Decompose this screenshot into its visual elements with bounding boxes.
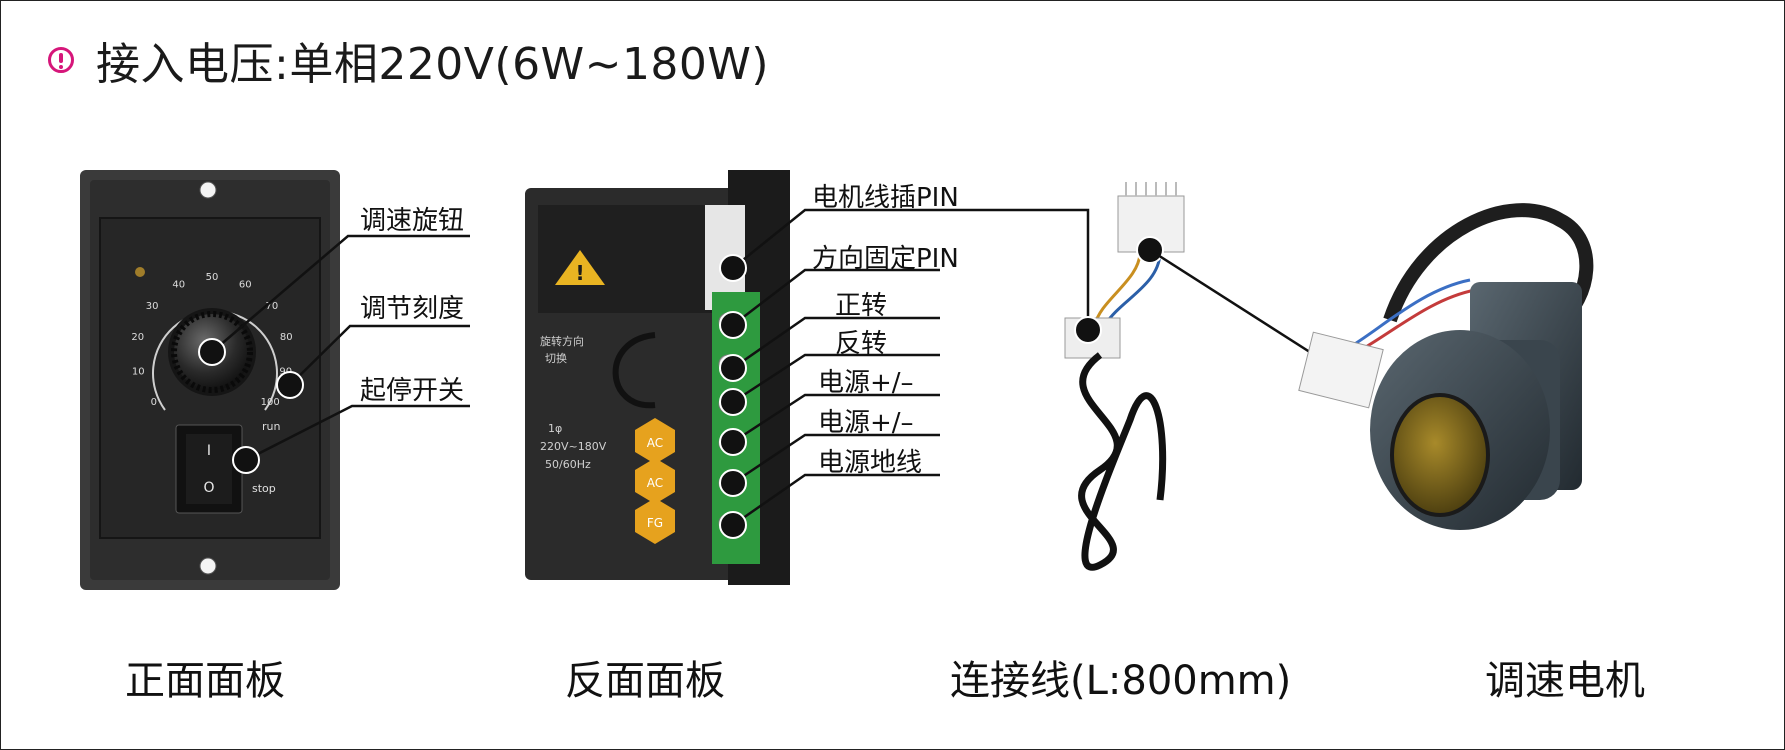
callout-dot	[719, 354, 747, 382]
dial-tick-label: 30	[146, 301, 159, 312]
motor-lead-cable	[1383, 203, 1594, 326]
callout-dot	[719, 511, 747, 539]
power-indicator-led	[135, 267, 145, 277]
caption-cable: 连接线(L:800mm)	[950, 658, 1292, 704]
terminal-ac-1: AC	[647, 436, 663, 450]
caption-back-panel: 反面面板	[565, 658, 725, 704]
callout-ground: 电源地线	[818, 448, 923, 478]
front-callout-lines	[211, 234, 470, 462]
callout-reverse: 反转	[835, 329, 888, 359]
callout-start-stop: 起停开关	[360, 376, 465, 406]
callout-power-2: 电源+/–	[818, 408, 914, 438]
cable-coil	[1078, 352, 1167, 571]
callout-dot	[719, 254, 747, 282]
label-phase: 1φ	[548, 422, 562, 435]
dial-tick-label: 50	[206, 272, 219, 283]
label-direction: 旋转方向	[540, 334, 584, 348]
header: 接入电压:单相220V(6W~180W)	[48, 28, 769, 92]
callout-forward: 正转	[835, 291, 888, 321]
callout-dot	[276, 371, 304, 399]
back-panel: ! 旋转方向 切换 1φ 220V~180V 50/60Hz AC AC FG	[525, 170, 790, 585]
dial-tick-label: 0	[151, 397, 157, 408]
label-voltage: 220V~180V	[540, 440, 607, 453]
callout-dot	[719, 311, 747, 339]
callout-dot	[719, 388, 747, 416]
callout-motor-pin: 电机线插PIN	[812, 183, 959, 213]
cable-callout-line	[940, 208, 1090, 330]
warning-triangle-icon	[555, 250, 605, 285]
terminal-fg: FG	[647, 516, 663, 530]
motor-end-cap	[1392, 395, 1488, 515]
dial-tick-label: 100	[261, 397, 280, 408]
callout-dot	[1074, 316, 1102, 344]
dial-tick-label: 10	[132, 366, 145, 377]
svg-text:!: !	[575, 261, 584, 285]
direction-jumper-wire	[612, 332, 656, 409]
label-frequency: 50/60Hz	[545, 458, 591, 471]
callout-direction-pin: 方向固定PIN	[812, 244, 959, 274]
dial-tick-label: 20	[131, 332, 144, 343]
callout-dot	[719, 469, 747, 497]
caption-front-panel: 正面面板	[125, 658, 285, 704]
callout-scale: 调节刻度	[360, 294, 465, 324]
callout-dot	[232, 446, 260, 474]
mount-hole-bottom	[199, 557, 217, 575]
switch-off-symbol: O	[203, 480, 214, 496]
callout-dot	[198, 338, 226, 366]
page-title: 接入电压:单相220V(6W~180W)	[96, 39, 770, 90]
dial-tick-label: 70	[266, 301, 279, 312]
speed-control-motor	[1298, 203, 1594, 530]
dial-tick-label: 40	[172, 280, 185, 291]
label-switch: 切换	[545, 351, 567, 365]
exclamation-circle-icon	[48, 47, 74, 73]
mount-hole-top	[199, 181, 217, 199]
dial-tick-label: 80	[280, 332, 293, 343]
switch-stop-label: stop	[252, 482, 276, 495]
terminal-ac-2: AC	[647, 476, 663, 490]
dial-tick-label: 60	[239, 280, 252, 291]
switch-on-symbol: I	[207, 443, 211, 459]
back-callout-lines	[732, 208, 940, 527]
callout-dot	[719, 428, 747, 456]
dial-run-label: run	[262, 420, 280, 433]
motor-connector	[1298, 331, 1384, 409]
callout-speed-knob: 调速旋钮	[360, 206, 465, 236]
caption-motor: 调速电机	[1485, 658, 1645, 704]
callout-power-1: 电源+/–	[818, 368, 914, 398]
motor-link-line	[1149, 248, 1328, 365]
